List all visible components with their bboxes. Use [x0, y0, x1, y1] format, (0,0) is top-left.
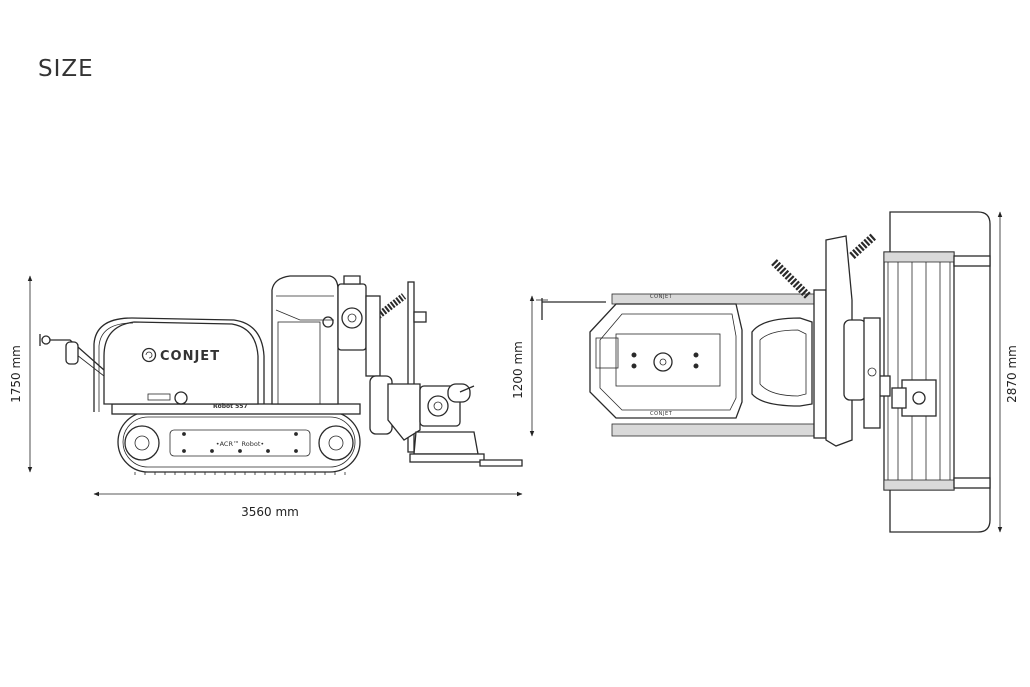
- side-height-label: 1750 mm: [9, 345, 23, 403]
- engine-hood: [103, 321, 259, 405]
- frame-height-label: 2870 mm: [1005, 345, 1019, 403]
- track-idler-wheel: [124, 425, 160, 461]
- frame-view-drawing: 2870 mm: [863, 211, 1019, 533]
- boom-column: [365, 295, 381, 377]
- svg-text:CONJET: CONJET: [650, 294, 673, 300]
- side-view-drawing: •ACR™ Robot• CONJET Robot 557: [9, 275, 523, 519]
- top-hose-boot-right: [849, 233, 877, 259]
- top-width-label: 1200 mm: [511, 341, 525, 399]
- lance-tip: [479, 459, 523, 467]
- side-model-label: Robot 557: [213, 403, 248, 410]
- track-drive-wheel: [318, 425, 354, 461]
- top-view-drawing: CONJET CONJET 1200 mm: [511, 233, 877, 447]
- track-label: •ACR™ Robot•: [216, 440, 264, 448]
- svg-text:CONJET: CONJET: [650, 411, 673, 417]
- top-hose-boot-left: [771, 259, 811, 299]
- top-seat: [751, 317, 813, 407]
- top-track-upper: [611, 293, 823, 305]
- conjet-logo: [141, 347, 157, 363]
- vertical-feed-rail: [407, 281, 415, 453]
- frame-rails: [883, 251, 955, 491]
- page-title: SIZE: [38, 56, 94, 82]
- pump-tower: [271, 275, 339, 405]
- frame-carriage: [901, 379, 937, 417]
- roll-bar: [93, 317, 265, 412]
- hose-boot: [375, 293, 407, 319]
- side-length-label: 3560 mm: [241, 505, 299, 519]
- steering-handle: [48, 339, 105, 371]
- top-track-lower: [611, 423, 823, 437]
- side-brand-label: CONJET: [160, 349, 220, 364]
